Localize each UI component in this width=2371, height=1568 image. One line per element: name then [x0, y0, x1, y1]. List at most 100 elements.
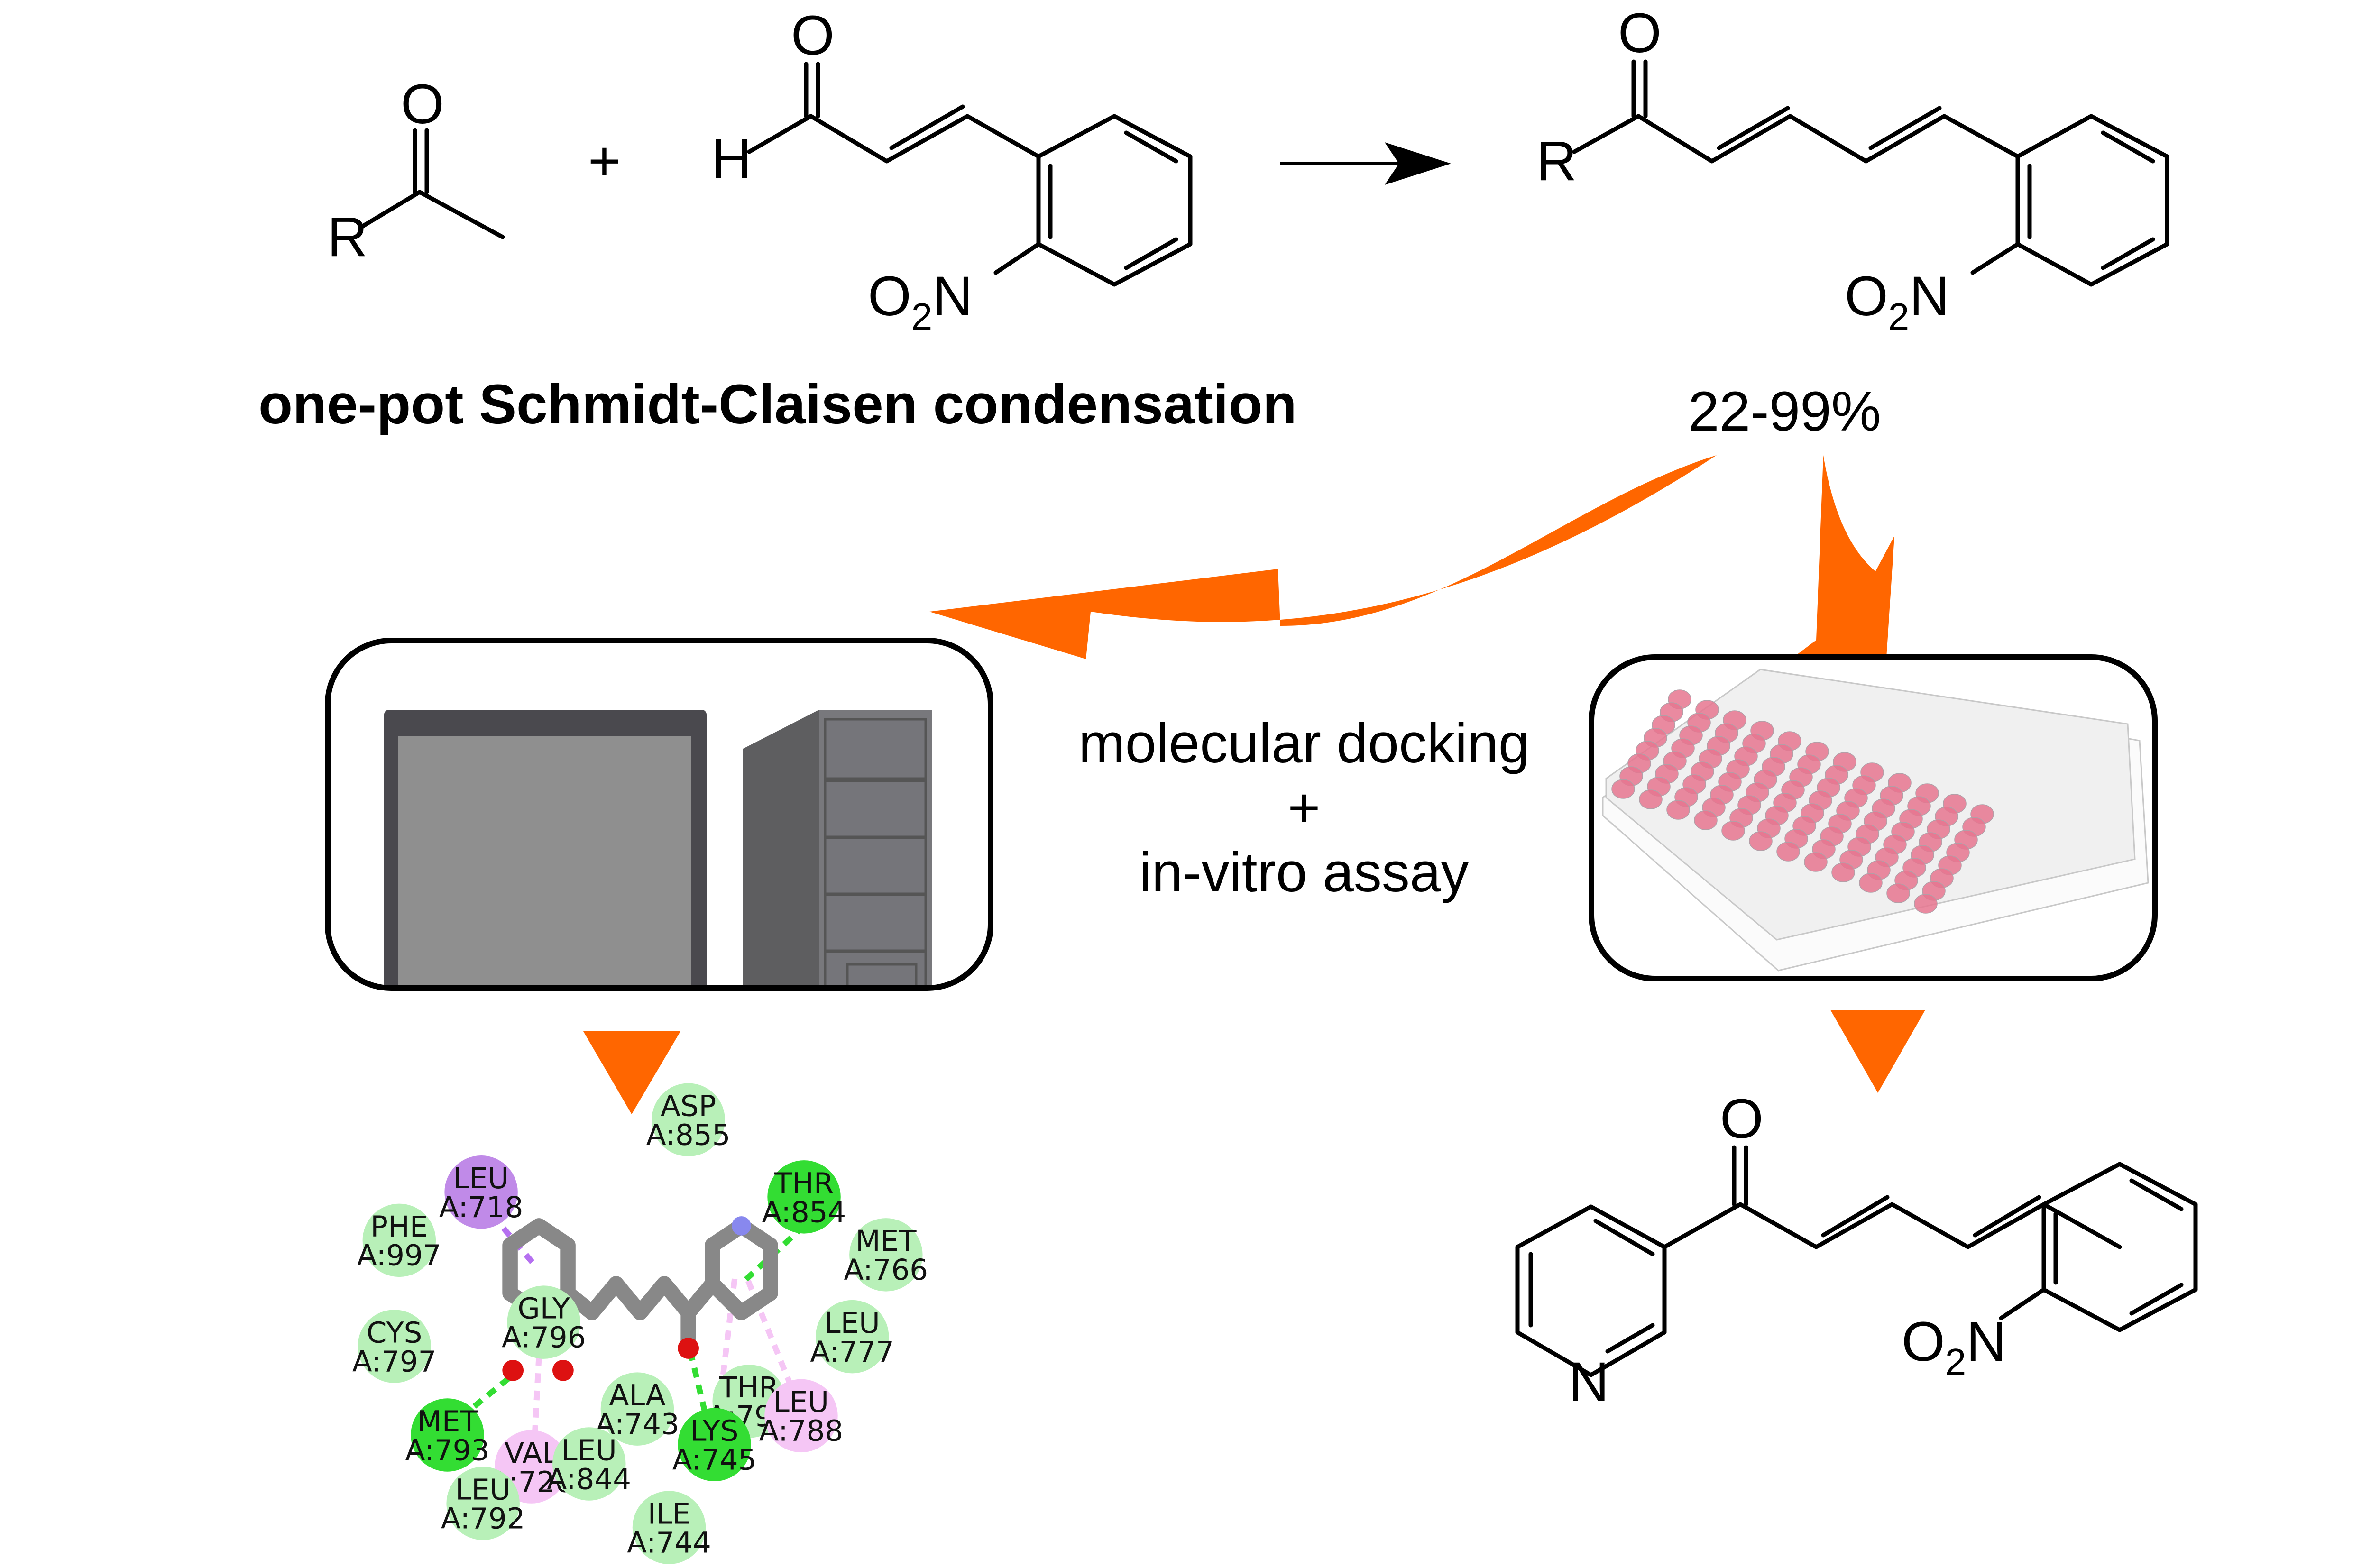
residue-circle [849, 1218, 923, 1292]
well [1611, 779, 1635, 799]
product-r-group: R [1536, 130, 1577, 193]
wells [1611, 689, 1994, 914]
residue-circle [507, 1285, 580, 1359]
residue-name: ILE [648, 1497, 690, 1531]
residue-id: A:844 [547, 1462, 631, 1496]
residue-circle [767, 1160, 841, 1234]
well [1804, 852, 1828, 872]
aldehyde-hydrogen: H [711, 128, 752, 190]
well [1886, 883, 1910, 903]
residue-circle [358, 1310, 431, 1383]
tower-side [743, 710, 819, 1240]
product-structure: R O O2N [1536, 2, 2169, 338]
workflow-label-line1: molecular docking [1078, 712, 1530, 775]
residue-id: A:718 [439, 1191, 524, 1224]
curved-arrow-to-docking [929, 455, 1717, 659]
residue-id: A:855 [646, 1119, 731, 1152]
residue-id: A:766 [844, 1253, 928, 1287]
well [1694, 810, 1718, 830]
well [1721, 821, 1745, 841]
ketone-oxygen: O [401, 73, 444, 136]
well [1666, 800, 1690, 820]
residue-name: LEU [453, 1162, 509, 1195]
residue-name: PHE [370, 1210, 428, 1244]
nitro-o-atom [502, 1359, 524, 1381]
residue-name: GLY [518, 1292, 570, 1326]
well [1831, 862, 1855, 882]
residue-id: A:793 [405, 1433, 490, 1467]
aldehyde-oxygen: O [791, 4, 835, 67]
hit-compound: N O O2N [1515, 1091, 2198, 1413]
residue-id: A:792 [441, 1502, 525, 1536]
plate-top [1605, 669, 2136, 941]
well [1914, 894, 1938, 914]
residue-name: LEU [773, 1385, 829, 1419]
well [1776, 842, 1800, 862]
residue-name: CYS [367, 1316, 422, 1349]
reaction-arrow [1280, 142, 1451, 185]
residue-id: A:788 [759, 1414, 844, 1448]
residue-id: A:777 [810, 1335, 894, 1369]
residue-id: A:854 [762, 1195, 846, 1229]
computer-icon [384, 710, 932, 1241]
aldehyde-reactant: H O O2N [711, 4, 1193, 338]
workflow-label: molecular docking + in-vitro assay [1020, 711, 1589, 905]
residue-circle [552, 1427, 626, 1501]
residue-circle [411, 1398, 484, 1472]
hit-nitro-group: O2N [1902, 1311, 2007, 1383]
nitro-o-atom [552, 1359, 574, 1381]
residue-circle [815, 1300, 889, 1374]
monitor-screen [398, 736, 691, 1049]
yield-label: 22-99% [1688, 380, 1881, 443]
residue-circle [362, 1203, 436, 1277]
workflow-label-line3: in-vitro assay [1139, 841, 1469, 904]
residue-name: LEU [561, 1433, 617, 1467]
residue-id: A:744 [627, 1526, 711, 1559]
well [1749, 831, 1773, 851]
residue-name: VAL [505, 1436, 559, 1470]
carbonyl-o-atom [678, 1338, 699, 1359]
method-label: one-pot Schmidt-Claisen condensation [258, 373, 1297, 436]
residue-circle [444, 1155, 518, 1229]
residue-circle [764, 1379, 838, 1453]
residue-name: LEU [455, 1473, 511, 1507]
residue-circle [632, 1491, 706, 1564]
pyridine-ring [1515, 1204, 1667, 1377]
residue-name: ALA [609, 1378, 666, 1412]
assay-box [1589, 654, 2158, 981]
ketone-r-group: R [327, 206, 368, 268]
residue-name: ASP [661, 1090, 716, 1123]
residue-circle [446, 1467, 520, 1540]
residue-name: THR [774, 1166, 834, 1200]
product-oxygen: O [1618, 2, 1662, 64]
ketone-reactant: O R [327, 73, 505, 268]
workflow-label-line2: + [1287, 777, 1321, 839]
residue-name: LEU [825, 1306, 880, 1340]
well-plate-icon [1602, 669, 2149, 972]
residue-circle [678, 1408, 751, 1482]
residue-id: A:997 [357, 1239, 441, 1273]
residue-circle [600, 1372, 674, 1446]
residue-id: A:745 [672, 1443, 757, 1477]
hit-oxygen: O [1720, 1091, 1764, 1150]
residue-name: MET [855, 1224, 917, 1258]
docking-box [325, 638, 993, 1241]
product-nitro-group: O2N [1845, 265, 1950, 338]
pyridine-nitrogen: N [1569, 1351, 1609, 1413]
well [1859, 873, 1883, 893]
residue-name: MET [417, 1404, 478, 1438]
well [1639, 789, 1663, 809]
